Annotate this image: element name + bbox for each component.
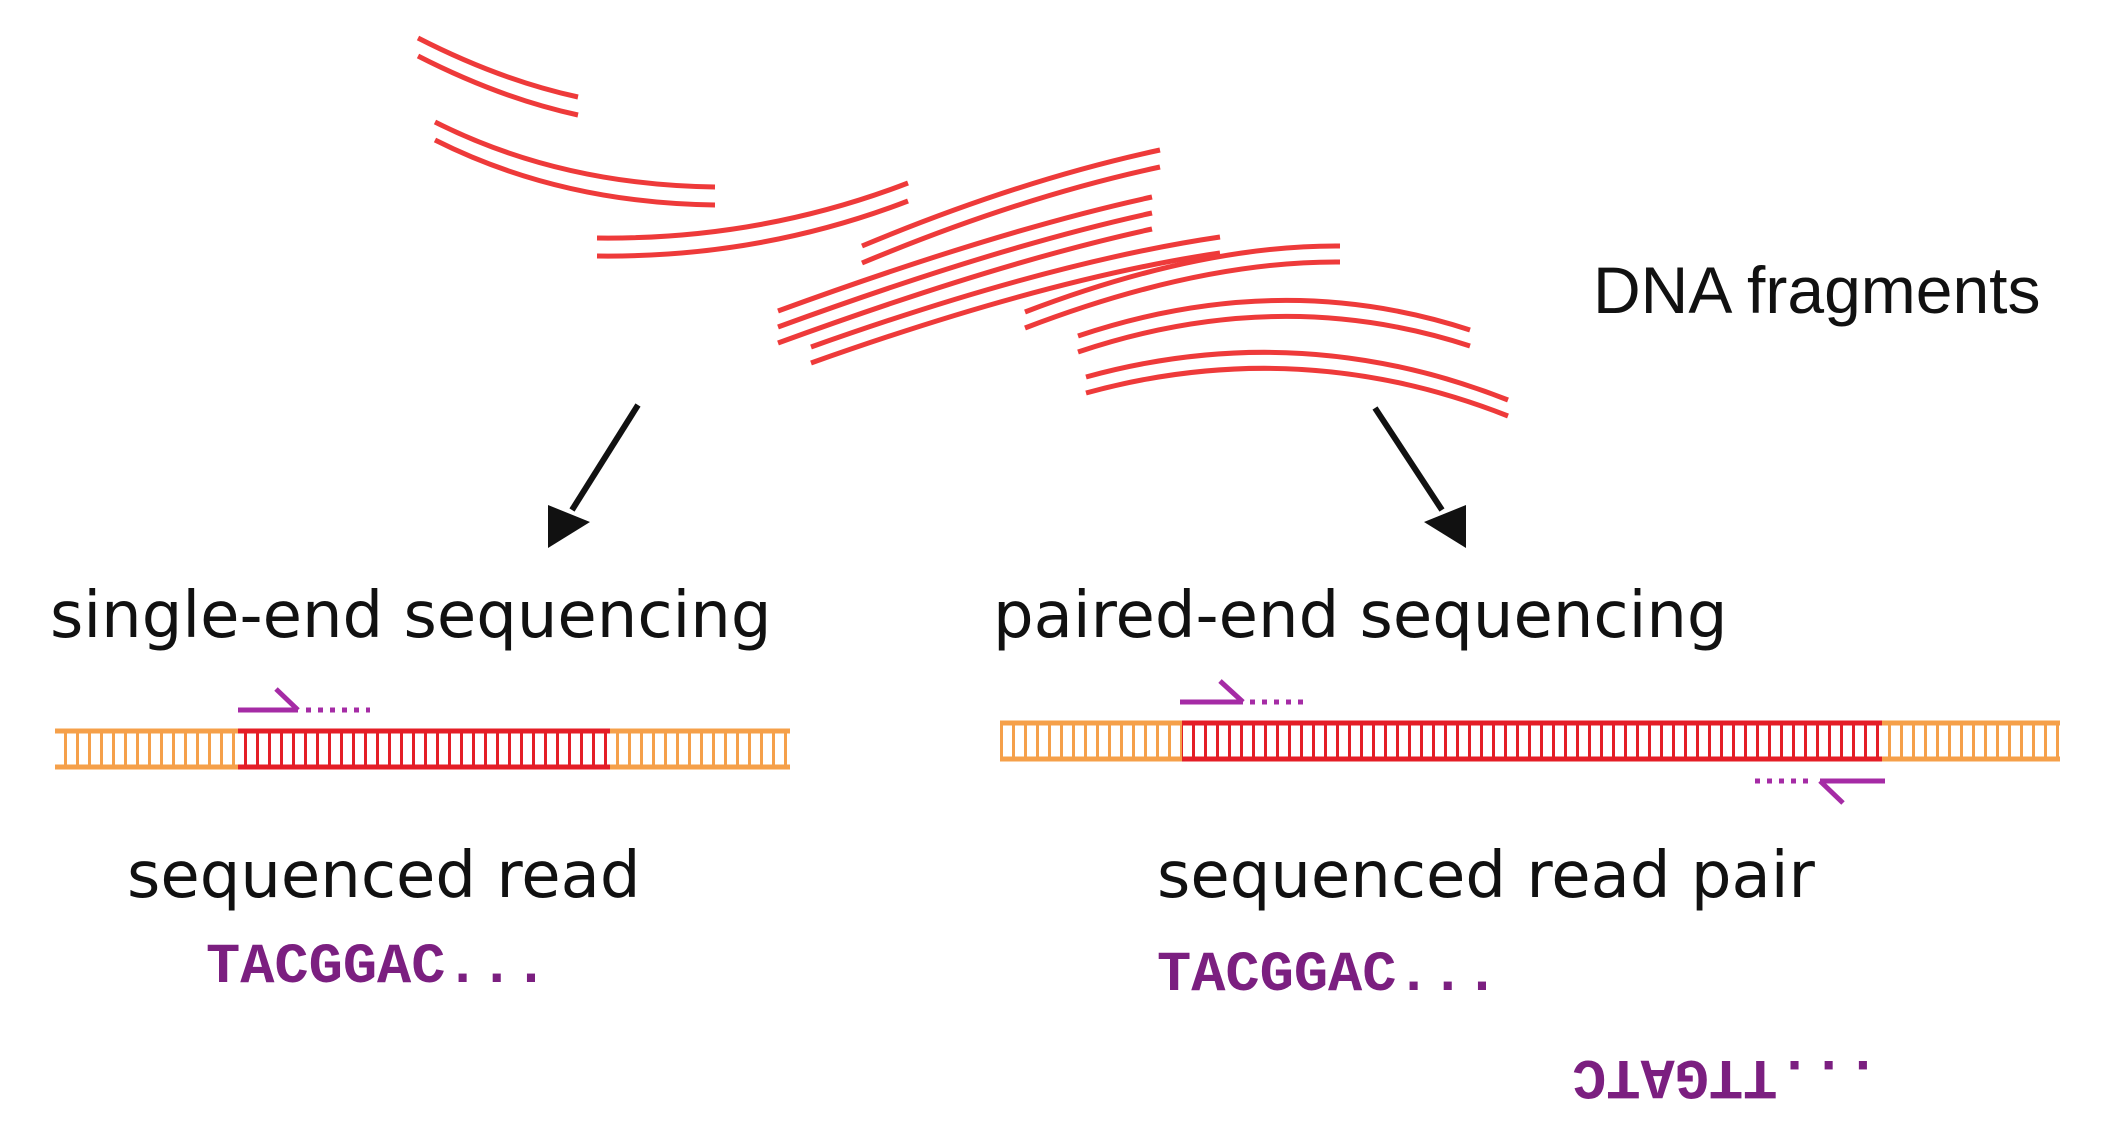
arrow-to-paired-end (1372, 406, 1466, 548)
forward-primer (238, 687, 370, 713)
dna-fragment (433, 119, 716, 208)
paired-end-title: paired-end sequencing (993, 579, 1728, 653)
dna-fragments-label: DNA fragments (1593, 253, 2041, 327)
insert-fragment (238, 728, 610, 770)
dna-fragment (416, 35, 579, 118)
left-adapter (1000, 720, 1182, 762)
right-adapter (610, 728, 790, 770)
dna-fragment (777, 194, 1153, 346)
single-read-sequence: TACGGAC... (206, 936, 548, 1000)
dna-fragment (1077, 297, 1471, 355)
insert-fragment (1182, 720, 1882, 762)
single-end-title: single-end sequencing (50, 579, 771, 653)
single-end-construct (55, 687, 790, 770)
dna-fragment (1085, 349, 1509, 419)
paired-forward-sequence: TACGGAC... (1157, 944, 1499, 1008)
arrow-to-single-end (548, 403, 641, 548)
left-adapter (55, 728, 238, 770)
forward-primer (1180, 679, 1310, 705)
paired-end-construct (1000, 679, 2060, 805)
reverse-primer (1755, 778, 1885, 805)
paired-reverse-sequence: ...TTGATC (1572, 1043, 1880, 1107)
dna-fragment (810, 234, 1221, 366)
dna-fragment (861, 147, 1161, 266)
dna-fragment (596, 180, 909, 259)
single-read-label: sequenced read (127, 839, 641, 913)
dna-fragments (416, 35, 1509, 419)
dna-fragment (1024, 243, 1341, 331)
right-adapter (1882, 720, 2060, 762)
paired-read-label: sequenced read pair (1157, 839, 1815, 913)
